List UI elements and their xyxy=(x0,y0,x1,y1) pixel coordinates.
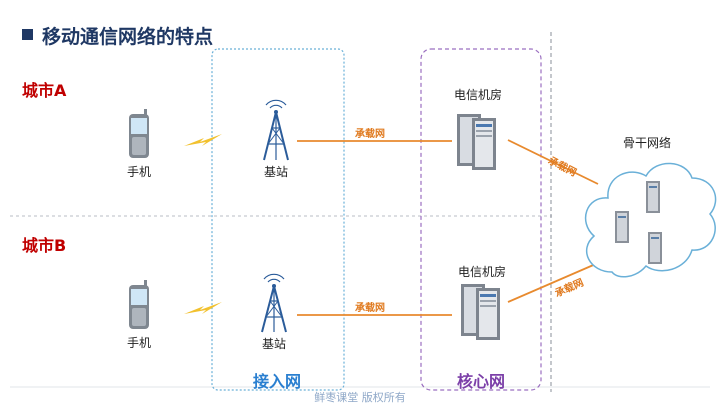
server-icon xyxy=(648,232,662,264)
backbone-label: 骨干网络 xyxy=(622,136,671,150)
wireless-signal-icon xyxy=(184,134,222,146)
base-station-icon xyxy=(263,99,289,161)
core-zone-box xyxy=(420,48,542,391)
room-a-label: 电信机房 xyxy=(453,88,502,102)
access-zone-label: 接入网 xyxy=(252,372,301,391)
title-bullet xyxy=(22,29,33,40)
page-title: 移动通信网络的特点 xyxy=(42,26,214,48)
mobile-phone-icon xyxy=(129,109,149,158)
copyright-footer: 鲜枣课堂 版权所有 xyxy=(314,391,406,404)
bearer-line-up xyxy=(507,139,599,185)
phone-a-label: 手机 xyxy=(126,165,151,179)
station-a-label: 基站 xyxy=(263,165,288,179)
city-b-label: 城市B xyxy=(22,236,67,255)
room-b-label: 电信机房 xyxy=(457,265,506,279)
city-a-label: 城市A xyxy=(22,81,67,100)
telecom-rack-icon xyxy=(461,284,500,340)
base-station-icon xyxy=(261,273,287,333)
core-zone-label: 核心网 xyxy=(456,372,505,391)
bearer-a-label: 承载网 xyxy=(355,129,385,140)
mobile-phone-icon xyxy=(129,280,149,329)
server-icon xyxy=(615,211,629,243)
bearer-line-down xyxy=(507,262,599,303)
telecom-rack-icon xyxy=(457,114,496,170)
cloud-icon xyxy=(584,162,717,278)
access-zone-box xyxy=(211,48,345,391)
server-icon xyxy=(646,181,660,213)
wireless-signal-icon xyxy=(184,302,222,314)
station-b-label: 基站 xyxy=(261,337,286,351)
bearer-b-label: 承载网 xyxy=(355,303,385,314)
phone-b-label: 手机 xyxy=(126,336,151,350)
